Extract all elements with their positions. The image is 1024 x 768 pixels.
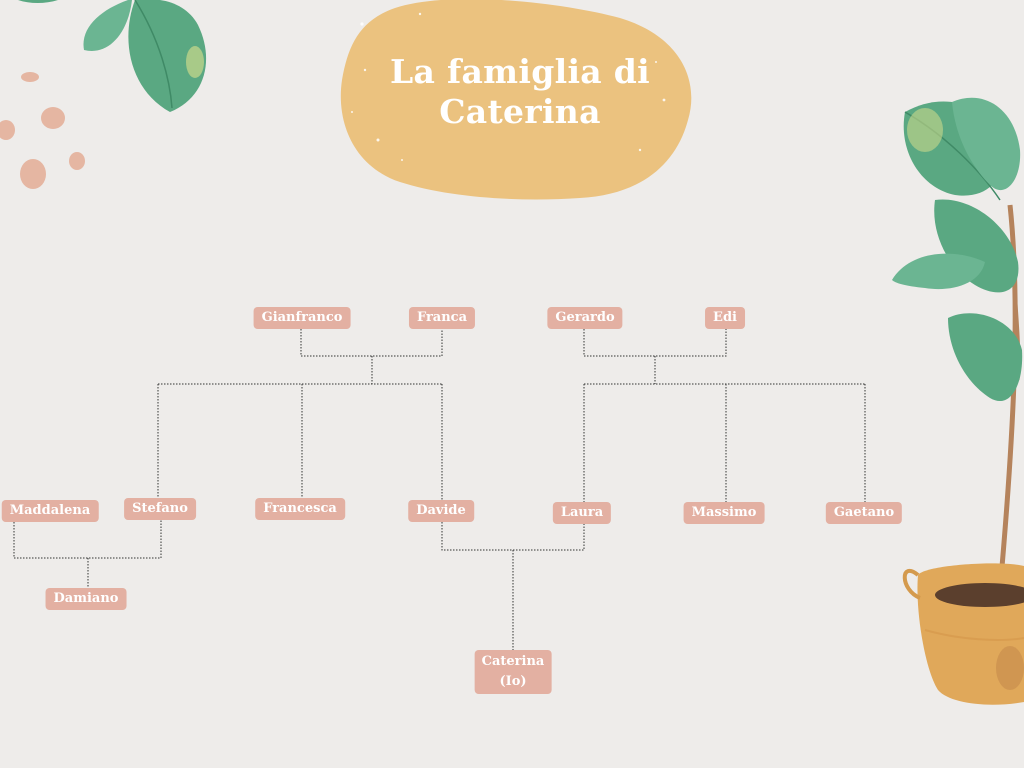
node-laura: Laura [552,502,612,524]
node-davide: Davide [408,500,474,522]
node-damiano: Damiano [45,588,127,610]
node-caterina: Caterina (Io) [474,650,552,694]
caterina-name: Caterina [481,654,545,669]
node-gaetano: Gaetano [825,502,903,524]
node-francesca: Francesca [255,498,345,520]
connector-gianfranco-franca [300,329,443,357]
node-gerardo: Gerardo [547,307,623,329]
node-maddalena: Maddalena [1,500,99,522]
caterina-note: (Io) [499,674,527,689]
node-stefano: Stefano [124,498,196,520]
node-massimo: Massimo [683,502,765,524]
title-line-1: La famiglia di [390,52,650,91]
connector-maddalena-stefano [13,520,162,559]
title-line-2: Caterina [439,92,601,131]
connector-davide-laura [441,522,585,551]
node-gianfranco: Gianfranco [253,307,351,329]
node-edi: Edi [705,307,745,329]
node-franca: Franca [408,307,476,329]
page-title: La famiglia di Caterina [340,52,700,132]
connector-gerardo-edi [583,329,727,357]
